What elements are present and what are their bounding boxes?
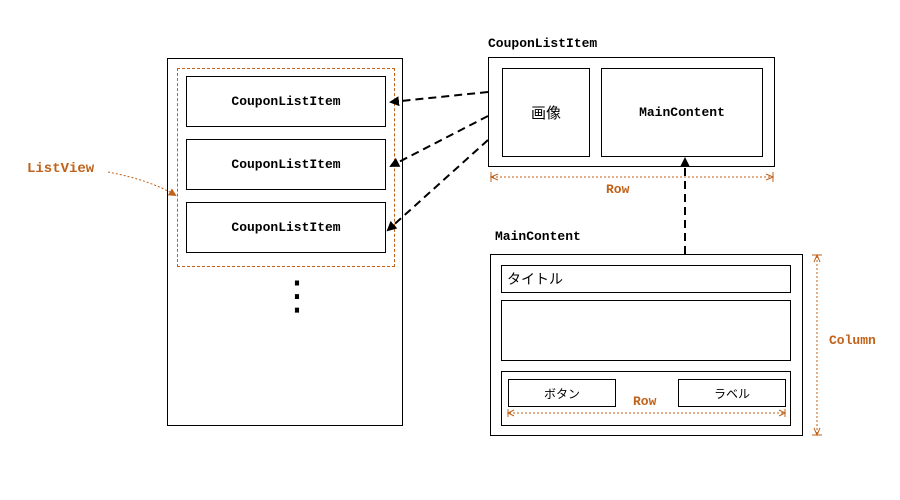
column-label: Column <box>829 333 876 348</box>
row-label-bottom: Row <box>633 394 657 409</box>
coupon-list-item-3: CouponListItem <box>186 202 386 253</box>
coupon-list-item-3-label: CouponListItem <box>231 220 341 235</box>
content-area-box <box>501 300 791 361</box>
button-box: ボタン <box>508 379 616 407</box>
main-content-box-label: MainContent <box>639 105 725 120</box>
label-box: ラベル <box>678 379 786 407</box>
coupon-list-item-title: CouponListItem <box>488 36 598 51</box>
button-box-label: ボタン <box>543 386 580 401</box>
coupon-list-item-1: CouponListItem <box>186 76 386 127</box>
coupon-list-item-1-label: CouponListItem <box>231 94 341 109</box>
title-row-box: タイトル <box>501 265 791 293</box>
main-content-title: MainContent <box>495 229 581 244</box>
listview-label: ListView <box>27 161 95 177</box>
label-box-label: ラベル <box>713 386 750 401</box>
arrow-to-item-3 <box>386 139 489 232</box>
arrow-to-item-2 <box>389 115 489 167</box>
main-content-box: MainContent <box>601 68 763 157</box>
listview-pointer <box>107 171 177 197</box>
coupon-list-item-2: CouponListItem <box>186 139 386 190</box>
coupon-list-item-2-label: CouponListItem <box>231 157 341 172</box>
image-label: 画像 <box>530 104 561 122</box>
title-row-label: タイトル <box>507 272 563 288</box>
listview-dashed-boundary <box>177 68 395 267</box>
row-label-top: Row <box>606 182 630 197</box>
arrow-to-item-1 <box>389 91 489 107</box>
image-box: 画像 <box>502 68 590 157</box>
